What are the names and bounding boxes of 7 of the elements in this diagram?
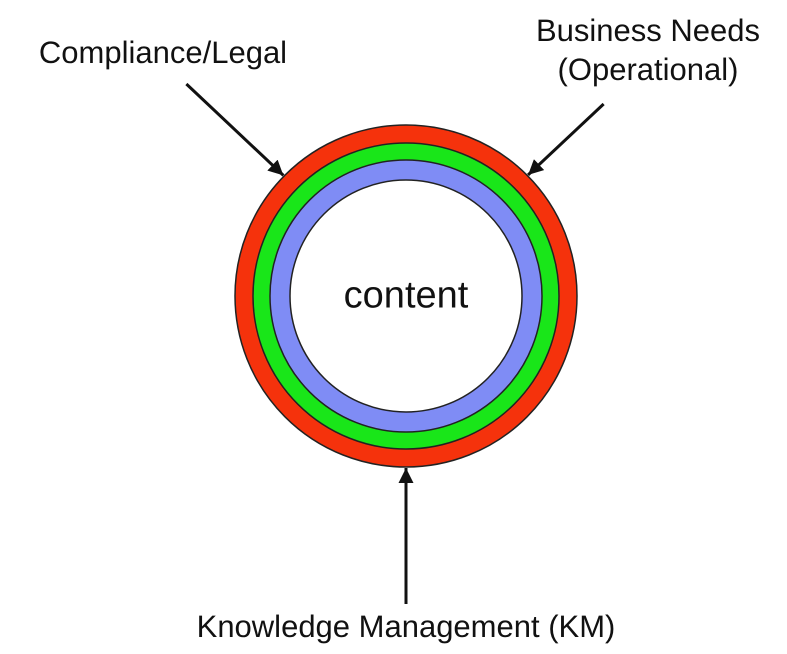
arrow xyxy=(185,82,284,176)
node-label: Business Needs (Operational) xyxy=(520,12,776,100)
node-label: Knowledge Management (KM) xyxy=(130,608,682,652)
arrow xyxy=(398,468,414,604)
arrow xyxy=(527,102,605,176)
node-label: content xyxy=(344,273,468,318)
node-label: Compliance/Legal xyxy=(8,34,318,80)
